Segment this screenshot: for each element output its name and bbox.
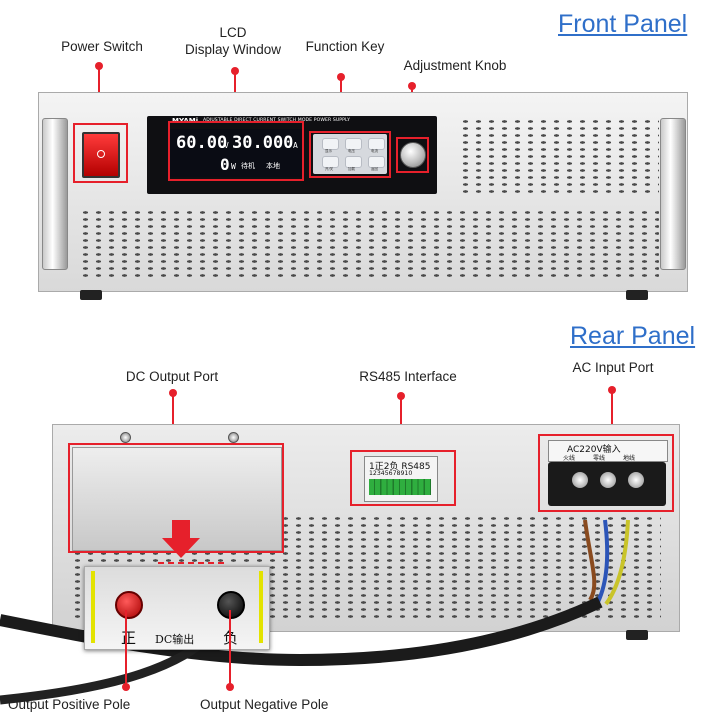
front-left-handle[interactable] — [42, 118, 68, 270]
ac-terminal-neutral-label: 零线 — [593, 455, 606, 462]
rs485-terminal-block — [369, 479, 431, 495]
function-key-highlight — [309, 131, 391, 178]
key-current-button[interactable] — [368, 138, 385, 150]
dc-frame-right — [259, 571, 263, 643]
adjustment-knob-highlight — [396, 137, 429, 173]
front-foot-left — [80, 290, 102, 300]
rear-panel-title: Rear Panel — [570, 322, 696, 350]
key-label-1: 显示 — [325, 149, 332, 153]
negative-pole-pointer-dot — [226, 683, 234, 691]
dc-mark-positive: 正 — [121, 629, 137, 647]
lcd-label-line2: Display Window — [184, 42, 282, 57]
dc-mark-output: DC输出 — [155, 633, 195, 646]
cable-blue — [596, 519, 610, 603]
adjustment-knob[interactable] — [400, 142, 426, 168]
lcd-label-line1: LCD — [219, 25, 247, 40]
output-negative-pole-label: Output Negative Pole — [200, 697, 329, 712]
rear-foot-right — [626, 630, 648, 640]
dc-output-pointer-line — [172, 393, 174, 443]
lcd-status-standby: 待机 — [241, 162, 255, 170]
power-switch-mark — [97, 150, 105, 158]
rs485-pins-label: 12345678910 — [369, 470, 413, 477]
positive-pole-pointer-dot — [122, 683, 130, 691]
key-label-5: 加载 — [348, 167, 355, 171]
arrow-down-icon-head — [162, 538, 200, 558]
key-label-3: 电流 — [371, 149, 378, 153]
positive-pole-pointer-line — [125, 610, 127, 685]
front-vent-top-right — [459, 118, 659, 196]
positive-terminal[interactable] — [115, 591, 143, 619]
lcd-display: 60.00 V 30.000 A 0 W 待机 本地 — [170, 129, 302, 177]
lcd-highlight — [168, 121, 304, 181]
cable-yellow-green — [604, 519, 630, 606]
front-panel-title: Front Panel — [558, 10, 688, 38]
front-foot-right — [626, 290, 648, 300]
dc-frame-left — [91, 571, 95, 643]
key-load-button[interactable] — [345, 156, 362, 168]
key-label-4: 开/关 — [325, 167, 334, 171]
lcd-power: 0 — [220, 155, 230, 174]
key-return-button[interactable] — [368, 156, 385, 168]
power-switch[interactable] — [82, 132, 120, 178]
rs485-interface-label: RS485 Interface — [359, 369, 457, 384]
cable-brown — [583, 519, 597, 602]
arrow-down-icon — [172, 520, 190, 540]
key-label-2: 电压 — [348, 149, 355, 153]
terminal-screw-icon — [628, 472, 644, 488]
terminal-screw-icon — [572, 472, 588, 488]
screw-icon — [228, 432, 239, 443]
ac-input-plate: AC220V输入 火线 零线 地线 — [548, 440, 668, 462]
power-switch-highlight — [73, 123, 128, 183]
adjustment-knob-label: Adjustment Knob — [403, 58, 507, 73]
key-label-6: 返回 — [371, 167, 378, 171]
power-switch-label: Power Switch — [61, 39, 143, 54]
output-positive-pole-label: Output Positive Pole — [8, 697, 131, 712]
ac-input-highlight — [538, 434, 674, 512]
rs485-port[interactable]: 1正2负 RS485 12345678910 — [364, 456, 438, 502]
key-display-button[interactable] — [322, 138, 339, 150]
dc-output-dashed-marker — [158, 562, 224, 564]
terminal-screw-icon — [600, 472, 616, 488]
lcd-voltage: 60.00 — [176, 133, 228, 153]
lcd-current: 30.000 — [232, 133, 294, 153]
ac-terminal-block[interactable] — [548, 462, 666, 506]
key-onoff-button[interactable] — [322, 156, 339, 168]
lcd-label: LCD Display Window — [178, 24, 288, 58]
lcd-power-unit: W — [231, 162, 236, 171]
lcd-status-local: 本地 — [266, 162, 280, 170]
negative-terminal[interactable] — [217, 591, 245, 619]
dc-terminal-closeup: 正 DC输出 负 — [84, 566, 270, 650]
screw-icon — [120, 432, 131, 443]
key-voltage-button[interactable] — [345, 138, 362, 150]
dc-output-port-label: DC Output Port — [125, 369, 219, 384]
ac-input-header: AC220V输入 — [567, 445, 621, 455]
ac-terminal-live-label: 火线 — [563, 455, 576, 462]
ac-terminal-ground-label: 地线 — [623, 455, 636, 462]
function-key-label: Function Key — [305, 39, 385, 54]
ac-input-pointer-line — [611, 390, 613, 436]
ac-input-port-label: AC Input Port — [572, 360, 654, 375]
negative-pole-pointer-line — [229, 610, 231, 685]
rs485-header: 1正2负 RS485 — [369, 462, 431, 472]
lcd-voltage-unit: V — [224, 141, 229, 150]
front-right-handle[interactable] — [660, 118, 686, 270]
rs485-pointer-line — [400, 396, 402, 451]
device-caption: ADJUSTABLE DIRECT CURRENT SWITCH MODE PO… — [203, 118, 351, 123]
lcd-current-unit: A — [293, 141, 298, 150]
rs485-highlight — [350, 450, 456, 506]
front-vent-bottom — [79, 209, 659, 279]
